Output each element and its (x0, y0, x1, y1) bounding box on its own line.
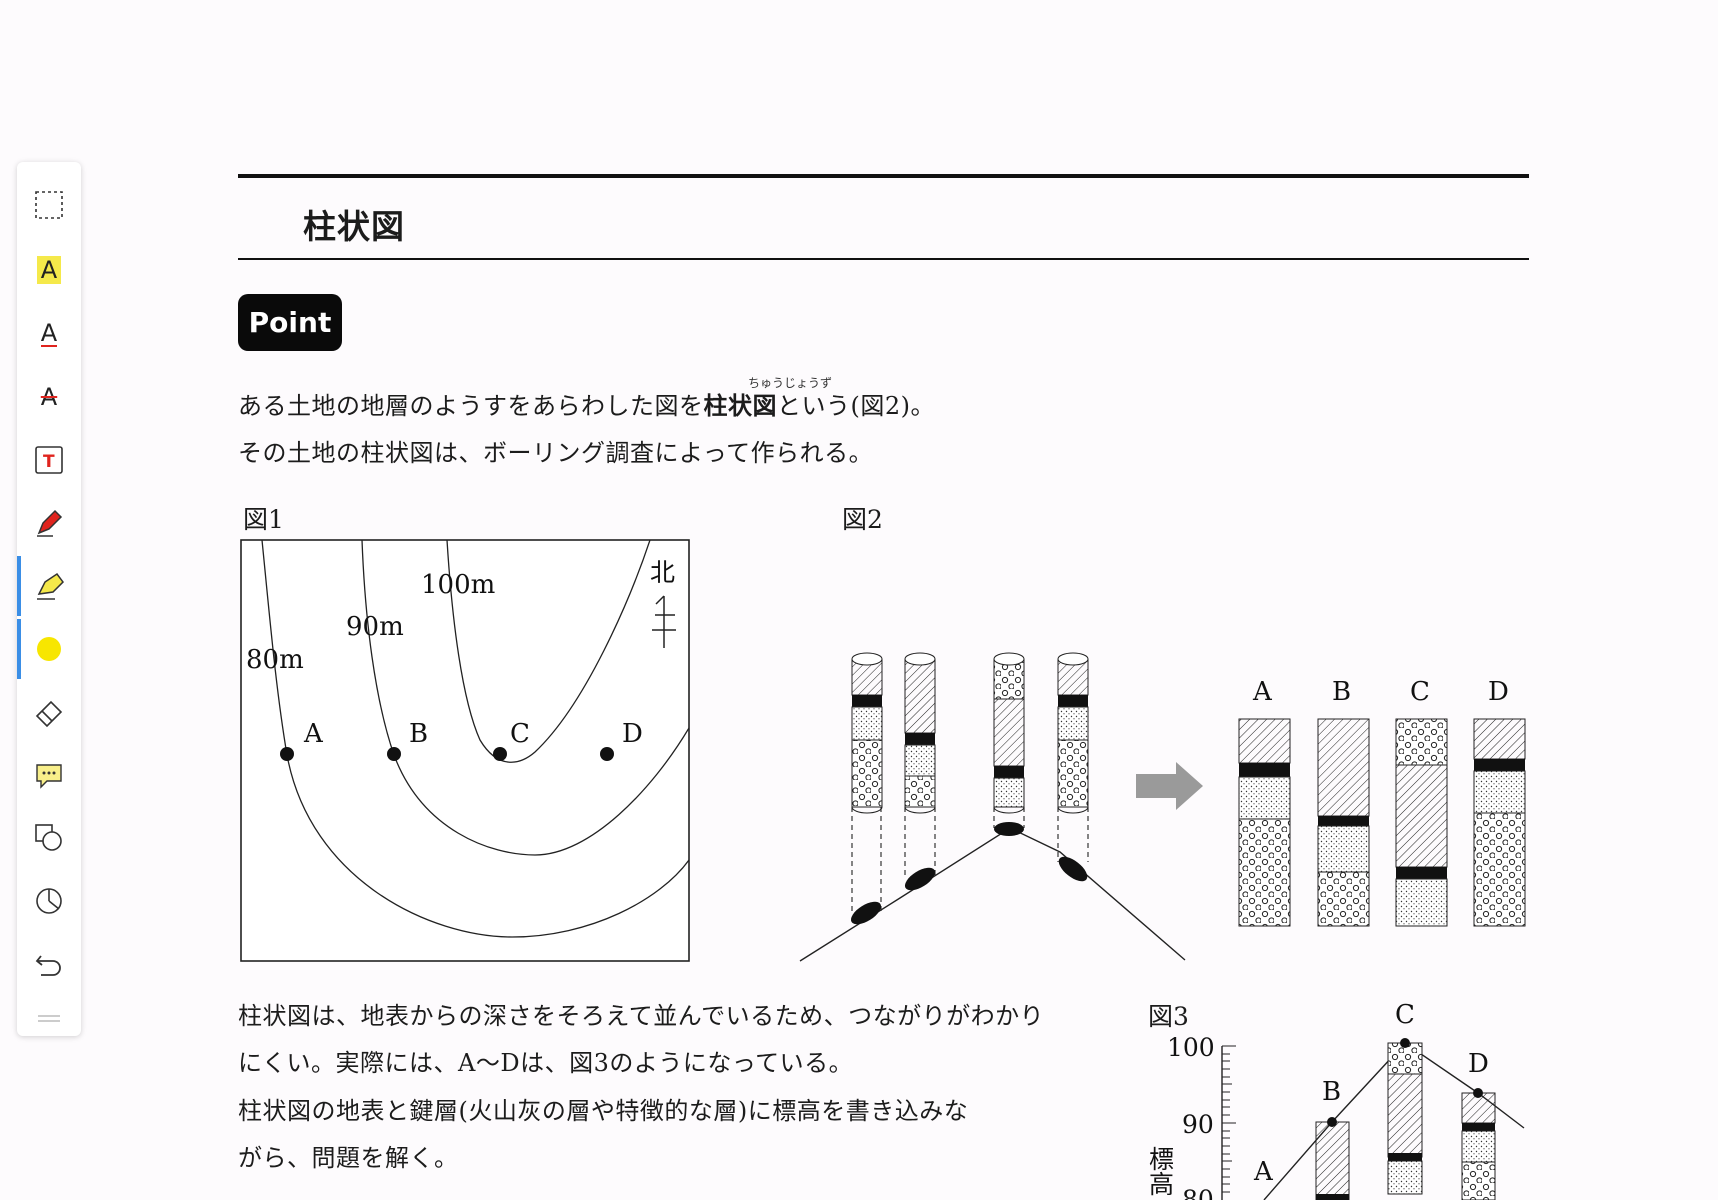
contour-label: 90m (346, 612, 404, 642)
point-b (387, 747, 401, 761)
point-c (493, 747, 507, 761)
svg-text:北: 北 (650, 558, 675, 587)
columnar-section-a (1238, 718, 1291, 927)
column-label: C (1410, 677, 1430, 707)
core-cylinder-b (904, 652, 936, 814)
fig2-boring-diagram: A B C D (799, 652, 1526, 962)
point-label: A (303, 719, 324, 749)
y-axis-label: 標高 (1146, 1146, 1175, 1196)
paragraph2-line3: 柱状図の地表と鍵層(火山灰の層や特徴的な層)に標高を書き込みな (238, 1097, 969, 1125)
column-label: A (1252, 677, 1273, 707)
fig3-column-c (1387, 1042, 1423, 1195)
core-cylinder-a (851, 652, 883, 814)
underline-text-icon[interactable]: A (40, 319, 58, 347)
ground-surface (799, 827, 1186, 962)
key-bed-mark (1058, 856, 1088, 882)
highlight-text-icon[interactable]: A (25, 246, 73, 294)
fig3-point-d (1473, 1088, 1483, 1098)
pen-icon[interactable] (25, 499, 73, 547)
fig1-frame (240, 539, 690, 962)
point-d (600, 747, 614, 761)
fig3-elevation-diagram: 100 90 80 標高 A B C D (1146, 1000, 1525, 1200)
title-rule-bottom (238, 258, 1529, 260)
fig3-label: 図3 (1148, 1002, 1189, 1031)
contour-100m (446, 540, 651, 763)
fig3-column-d (1461, 1092, 1496, 1200)
core-cylinder-d (1057, 652, 1089, 814)
toolbar-drag-handle-line (38, 1020, 60, 1022)
lasso-icon[interactable] (25, 877, 73, 925)
page-title: 柱状図 (303, 207, 405, 246)
contour-label: 80m (246, 645, 304, 675)
columnar-section-b (1317, 718, 1370, 927)
fig3-point-label: C (1395, 1000, 1415, 1030)
textbox-icon[interactable]: T (25, 436, 73, 484)
key-bed-mark (994, 822, 1024, 836)
highlighter-icon[interactable] (17, 556, 73, 616)
fig3-point-b (1327, 1117, 1337, 1127)
paragraph2-line1: 柱状図は、地表からの深さをそろえて並んでいるため、つながりがわかり (238, 1002, 1045, 1030)
paragraph2-line4: がら、問題を解く。 (238, 1144, 459, 1172)
contour-80m (261, 540, 689, 938)
arrow-right-icon (1136, 762, 1203, 810)
point-label: C (510, 719, 530, 749)
point-a (280, 747, 294, 761)
point-label: B (409, 719, 428, 749)
point-badge: Point (238, 294, 342, 351)
column-label: D (1488, 677, 1509, 707)
toolbar-drag-handle[interactable] (38, 1015, 60, 1017)
shapes-icon[interactable] (25, 814, 73, 862)
north-arrow: 北 (650, 558, 676, 648)
fig1-label: 図1 (243, 505, 284, 534)
key-bed-mark (850, 901, 882, 925)
fig3-point-label: B (1322, 1077, 1341, 1107)
strikethrough-text-icon[interactable]: A (40, 383, 58, 411)
key-term: 柱状図 (703, 391, 777, 420)
select-rect-icon[interactable] (25, 181, 73, 229)
color-swatch-icon[interactable] (17, 619, 73, 679)
fig3-point-c (1400, 1038, 1410, 1048)
core-cylinder-c (993, 652, 1025, 814)
fig2-label: 図2 (842, 505, 883, 534)
paragraph1-line2: その土地の柱状図は、ボーリング調査によって作られる。 (238, 439, 874, 467)
contour-label: 100m (421, 570, 495, 600)
columnar-section-d (1473, 718, 1526, 927)
y-tick-label: 100 (1167, 1033, 1215, 1062)
svg-text:T: T (43, 452, 55, 472)
text-segment: ある土地の地層のようすをあらわした図を (238, 392, 704, 420)
contour-90m (361, 540, 689, 856)
title-rule-top (238, 174, 1529, 178)
columnar-section-c (1395, 718, 1448, 927)
fig1-contour-map: 80m 90m 100m 北 A B C D (240, 539, 690, 962)
eraser-icon[interactable] (25, 688, 73, 736)
fig3-column-b (1315, 1121, 1350, 1200)
ruby-annotation: ちゅうじょうず (748, 376, 833, 390)
text-segment: という(図2)。 (777, 392, 935, 420)
point-label: D (622, 719, 643, 749)
comment-icon[interactable] (25, 751, 73, 799)
fig3-point-label: A (1253, 1157, 1274, 1187)
y-tick-label: 80 (1182, 1185, 1214, 1200)
fig3-point-label: D (1468, 1049, 1489, 1079)
annotation-toolbar: A A A T (17, 162, 81, 1036)
column-label: B (1332, 677, 1351, 707)
undo-icon[interactable] (25, 940, 73, 988)
key-bed-mark (904, 867, 936, 891)
y-tick-label: 90 (1182, 1110, 1214, 1139)
paragraph1-line1: ある土地の地層のようすをあらわした図を柱状図という(図2)。 (238, 386, 935, 421)
paragraph2-line2: にくい。実際には、A～Dは、図3のようになっている。 (238, 1049, 854, 1077)
